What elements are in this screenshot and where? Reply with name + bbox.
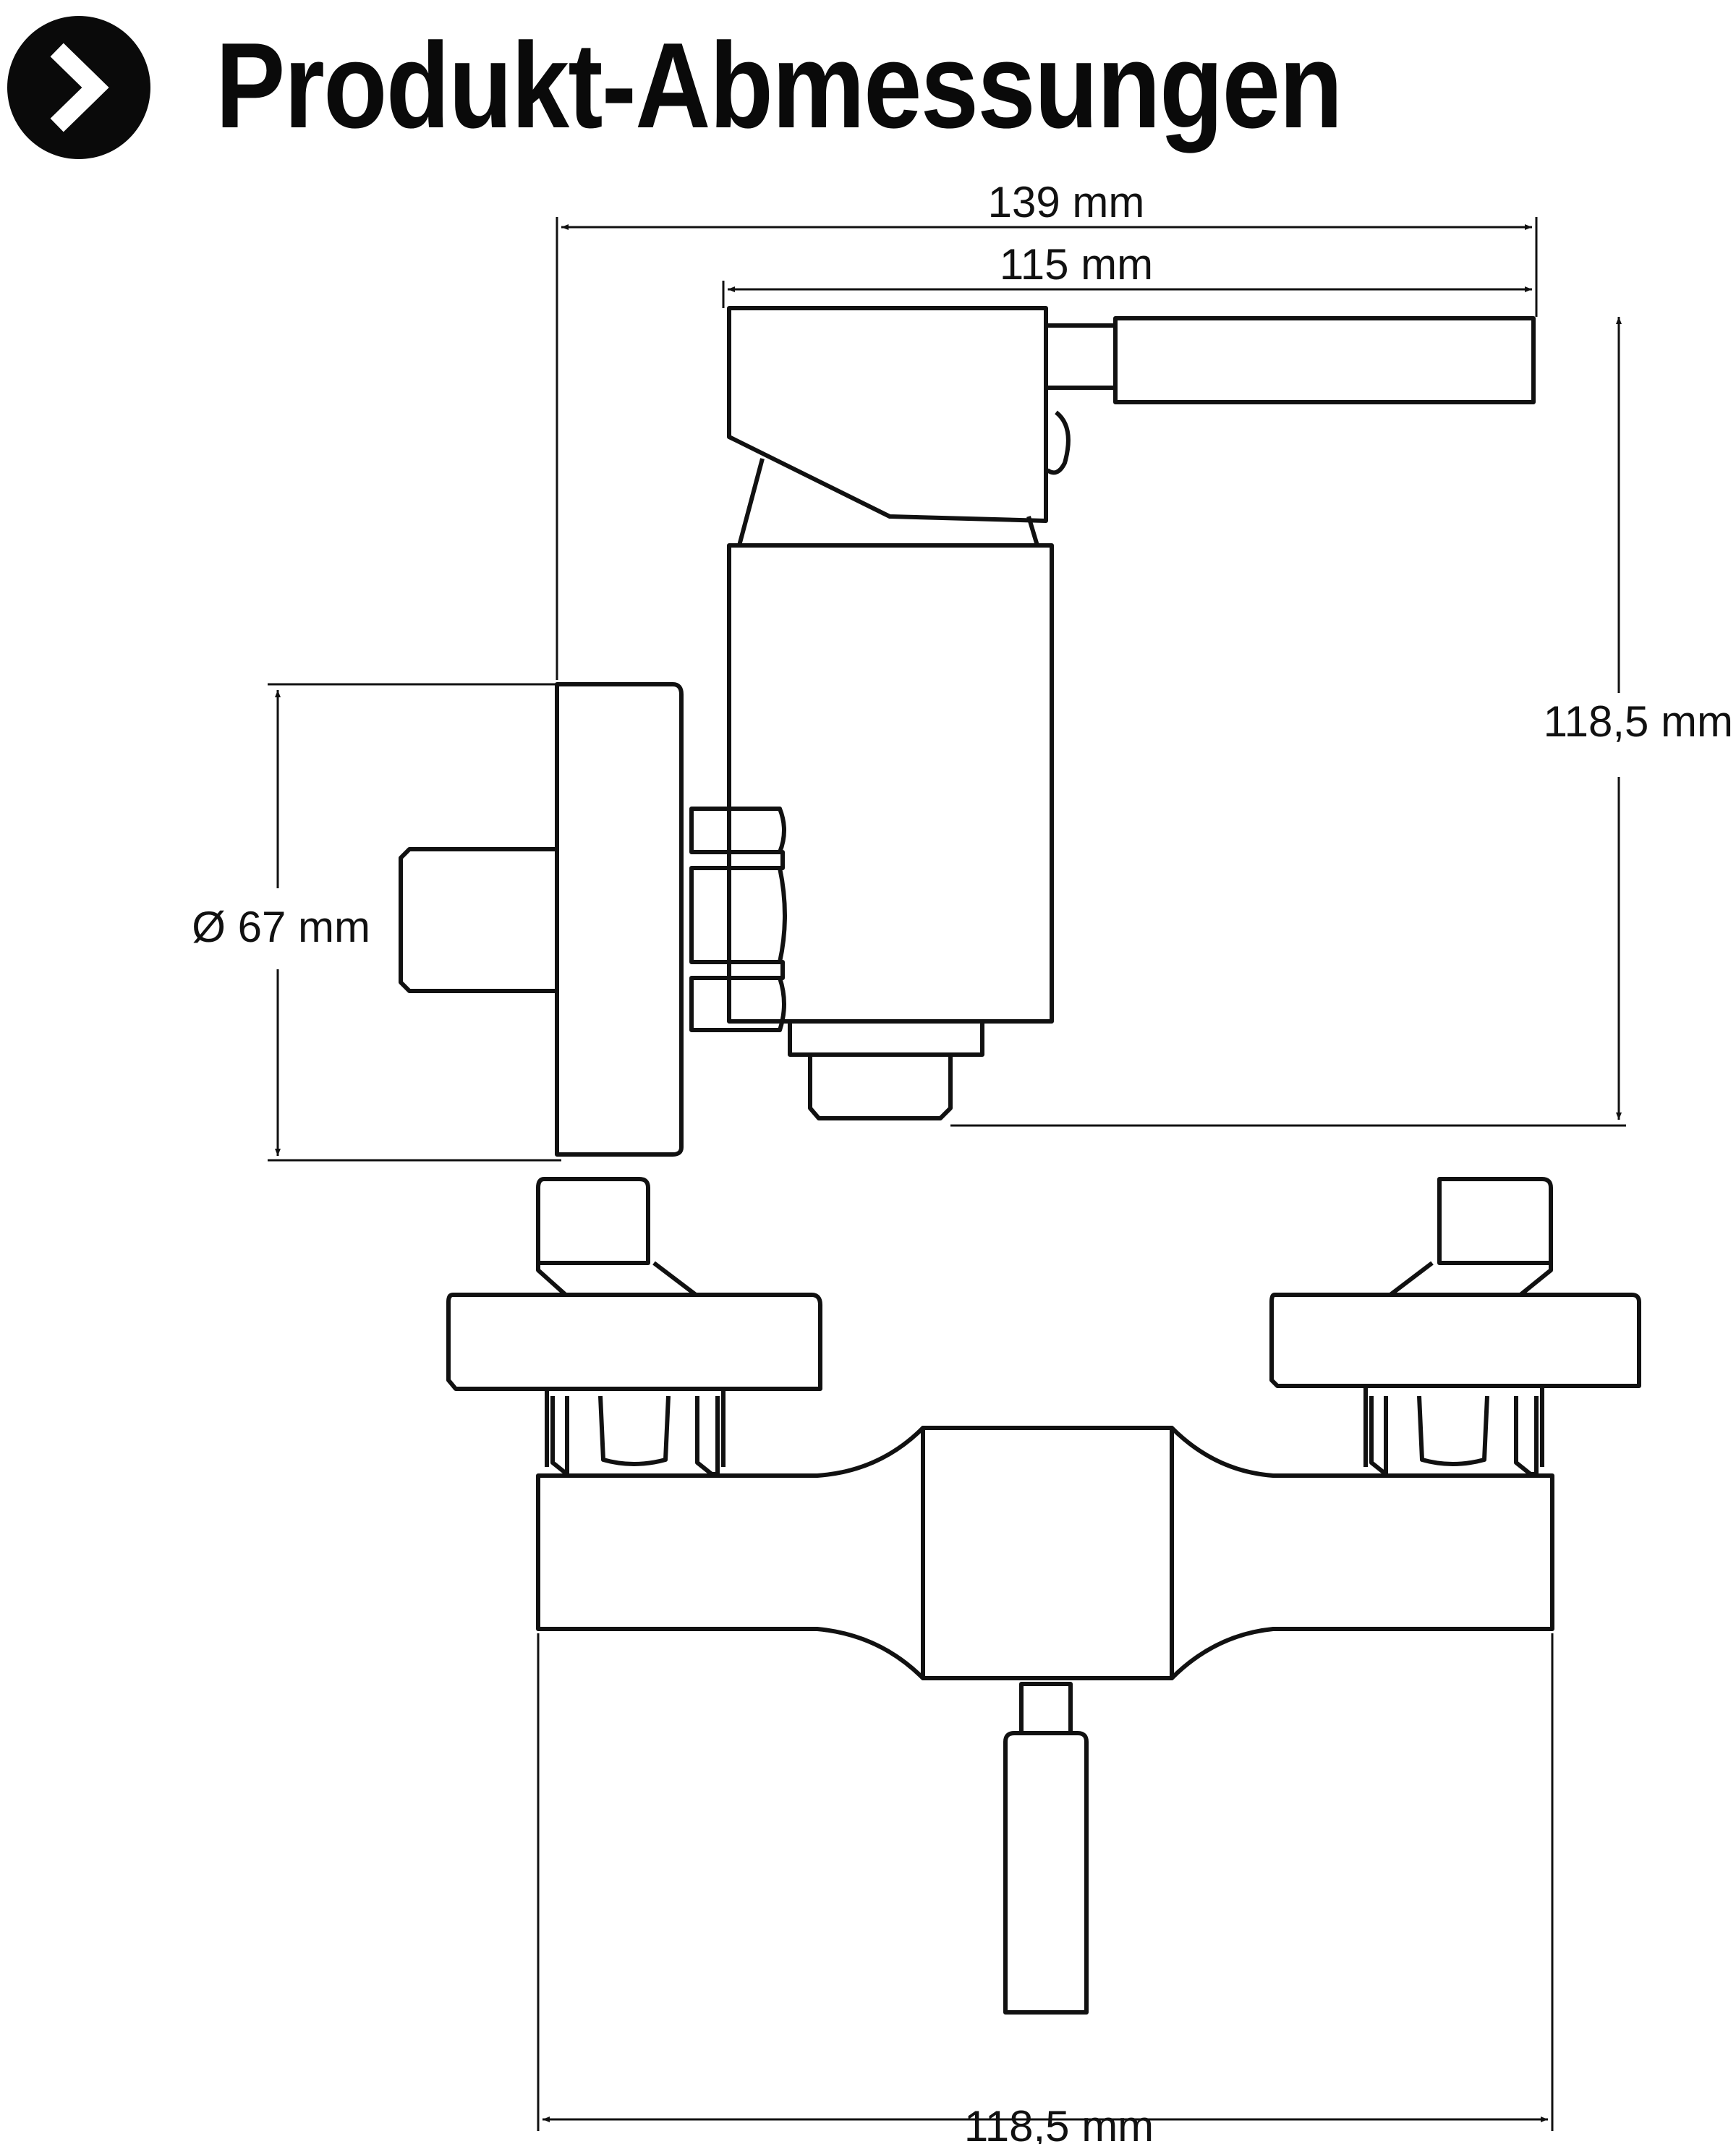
dim-label-side-height: 118,5 mm [1544,697,1733,746]
outlet-spout [808,1055,953,1120]
lever-head [727,306,1048,523]
valve-body [727,543,1054,1024]
center-stem [1019,1682,1073,1735]
outlet-ring [788,1019,984,1057]
mixer-body [536,1426,1554,1680]
front-handle [1003,1731,1089,2015]
dim-label-rosette-diameter: Ø 67 mm [192,903,370,951]
dim-label-lever-length: 115 mm [1000,240,1153,289]
lever-stem [1044,323,1118,390]
right-knob [1269,1177,1641,1476]
lever-cam [1046,410,1071,475]
left-knob [446,1177,822,1476]
header: Produkt-Abmessungen [0,0,1736,174]
valve-neck [737,458,1039,546]
rosette-plate [555,682,684,1157]
arrow-badge [7,16,150,159]
union-nut [689,807,787,1032]
page-title: Produkt-Abmessungen [216,17,1343,153]
dim-label-total-depth: 139 mm [988,178,1145,226]
side-view [399,306,1536,1157]
center-block [921,1426,1174,1680]
wall-pipe [399,847,557,993]
front-view [446,1177,1641,2015]
dimension-lines [268,217,1626,2131]
dim-label-front-width: 118,5 mm [964,2102,1154,2144]
chevron-right-icon [50,43,109,132]
lever-handle [1113,316,1536,404]
